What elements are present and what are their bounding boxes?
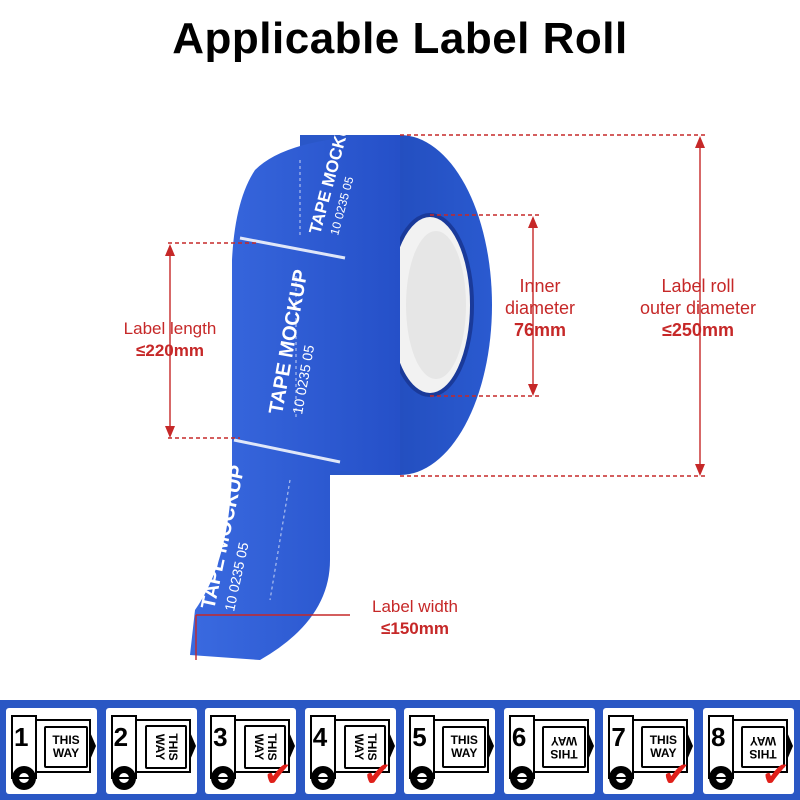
label-width-annotation: Label width ≤150mm [350, 596, 480, 640]
this-way-line1: THIS [165, 733, 180, 761]
direction-number: 8 [710, 722, 726, 752]
check-icon: ✔ [363, 756, 392, 794]
this-way-line1: THIS [52, 733, 80, 747]
roll-icon [309, 715, 395, 790]
direction-card-1: 1 THIS WAY [6, 708, 97, 794]
direction-card-8: 8 THIS WAY ✔ [702, 708, 794, 794]
this-way-line2: WAY [152, 733, 167, 761]
outer-diameter-annotation: Label roll outer diameter ≤250mm [612, 275, 784, 341]
this-way-line2: WAY [749, 734, 777, 748]
page-title: Applicable Label Roll [172, 14, 628, 63]
roll-icon [608, 715, 694, 790]
inner-diameter-label-1: Inner [519, 276, 561, 296]
label-length-annotation: Label length ≤220mm [100, 318, 240, 362]
label-width-value: ≤150mm [381, 619, 449, 638]
check-icon: ✔ [263, 756, 293, 794]
tape-strip [190, 135, 400, 660]
roll-icon [110, 715, 196, 790]
this-way-label: THIS WAY [442, 726, 487, 768]
inner-diameter-annotation: Inner diameter 76mm [490, 275, 590, 341]
outer-diameter-label-1: Label roll [661, 276, 735, 296]
this-way-line1: THIS [550, 747, 578, 761]
direction-card-4: 4 THIS WAY ✔ [304, 708, 396, 794]
direction-card-5: 5 THIS WAY [404, 708, 496, 794]
this-way-line2: WAY [52, 746, 80, 760]
direction-number: 2 [113, 722, 129, 752]
label-length-value: ≤220mm [136, 341, 204, 360]
this-way-label: THIS WAY [541, 726, 586, 768]
check-icon: ✔ [761, 756, 790, 794]
check-icon: ✔ [661, 756, 691, 794]
inner-diameter-value: 76mm [513, 320, 567, 340]
this-way-label: THIS WAY [144, 725, 187, 769]
roll-icon [508, 715, 594, 790]
this-way-line1: THIS [649, 733, 678, 747]
direction-number: 7 [611, 722, 626, 752]
direction-number: 4 [312, 722, 328, 752]
outer-diameter-label-2: outer diameter [639, 298, 757, 318]
direction-number: 1 [14, 722, 29, 752]
direction-number: 6 [511, 722, 527, 752]
direction-card-2: 2 THIS WAY [105, 708, 197, 794]
this-way-label: THIS WAY [44, 726, 88, 768]
this-way-line2: WAY [550, 734, 577, 748]
direction-number: 5 [412, 722, 427, 752]
direction-card-6: 6 THIS WAY [503, 708, 595, 794]
roll-icon [11, 715, 96, 790]
direction-card-3: 3 THIS WAY ✔ [205, 708, 297, 794]
outer-diameter-value: ≤250mm [662, 320, 734, 340]
direction-cards: 1 THIS WAY 2 THIS WAY 3 [6, 708, 794, 794]
roll-icon [409, 715, 495, 790]
direction-number: 3 [213, 722, 228, 752]
tape-roll-illustration: TAPE MOCKUP 10 0235 05 TAPE MOCKUP 10 02… [165, 134, 705, 660]
direction-strip: 1 THIS WAY 2 THIS WAY 3 [0, 700, 800, 800]
this-way-line2: WAY [451, 746, 478, 760]
this-way-line1: THIS [450, 733, 478, 747]
roll-icon [210, 715, 296, 790]
this-way-line2: WAY [650, 746, 677, 760]
label-width-label: Label width [371, 597, 458, 616]
inner-diameter-label-2: diameter [504, 298, 576, 318]
label-length-label: Label length [123, 319, 217, 338]
this-way-label: THIS WAY [641, 726, 686, 768]
roll-icon [707, 715, 793, 790]
direction-card-7: 7 THIS WAY ✔ [603, 708, 695, 794]
